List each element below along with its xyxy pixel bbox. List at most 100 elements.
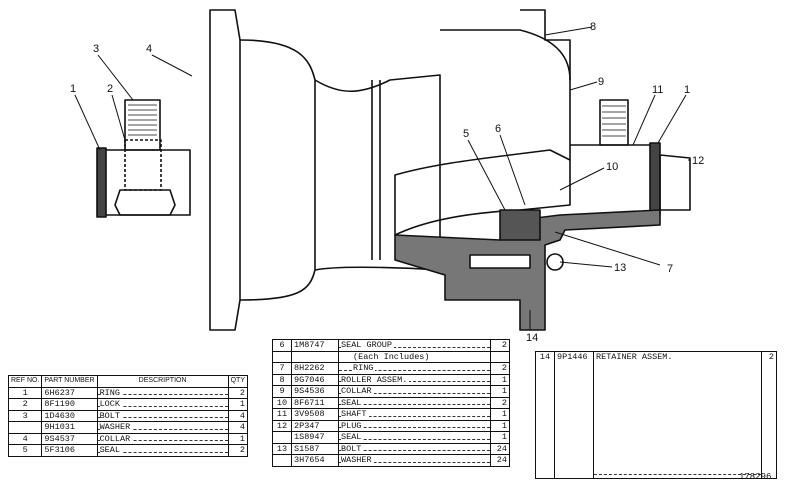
ref-cell bbox=[7, 421, 43, 434]
right-ring bbox=[649, 142, 661, 216]
table-row: 14 9P1446 RETAINER ASSEM. 2 bbox=[535, 351, 777, 479]
plug-12 bbox=[659, 154, 691, 211]
header-ref: REF NO. bbox=[7, 375, 43, 388]
qty-cell: 24 bbox=[490, 454, 510, 467]
qty-cell: 2 bbox=[227, 386, 249, 399]
part-cell: 3H7654 bbox=[291, 454, 339, 467]
callout-14: 14 bbox=[526, 332, 538, 344]
table-row: 10 8F6711 SEAL 2 bbox=[272, 396, 510, 409]
qty-cell: 2 bbox=[490, 396, 510, 409]
desc-cell: SEAL bbox=[338, 431, 491, 444]
table-row: 3H7654 WASHER 24 bbox=[272, 454, 510, 467]
left-collar bbox=[99, 149, 191, 216]
bolt-right bbox=[599, 99, 629, 146]
table-row: 13 S1587 BOLT 24 bbox=[272, 442, 510, 455]
desc-text: BOLT bbox=[99, 410, 122, 421]
part-cell: 9P1446 bbox=[554, 351, 594, 479]
leader-10 bbox=[559, 167, 605, 191]
ref-cell: 7 bbox=[272, 362, 292, 375]
qty-cell: 1 bbox=[490, 373, 510, 386]
desc-cell: COLLAR bbox=[338, 385, 491, 398]
callout-6: 6 bbox=[495, 123, 501, 135]
leader-11 bbox=[632, 94, 656, 146]
desc-cell: RING bbox=[96, 386, 229, 399]
leader-5 bbox=[467, 139, 506, 211]
figure-number: 178296 bbox=[739, 472, 772, 482]
ref-cell: 13 bbox=[272, 442, 292, 455]
table-row: (Each Includes) bbox=[272, 350, 510, 363]
desc-text: ROLLER ASSEM. bbox=[341, 374, 410, 385]
desc-text: SHAFT bbox=[341, 409, 369, 420]
qty-cell: 1 bbox=[490, 431, 510, 444]
table-row: 11 3V9508 SHAFT 1 bbox=[272, 408, 510, 421]
ref-cell: 14 bbox=[535, 351, 555, 479]
leader-3 bbox=[97, 54, 134, 101]
ref-cell: 5 bbox=[7, 444, 43, 457]
part-cell: 9S4537 bbox=[41, 432, 98, 445]
desc-cell: RING bbox=[338, 362, 491, 375]
callout-3: 3 bbox=[93, 43, 99, 55]
qty-cell: 2 bbox=[761, 351, 777, 479]
callout-9: 9 bbox=[598, 76, 604, 88]
part-cell: S1587 bbox=[291, 442, 339, 455]
desc-cell: ROLLER ASSEM. bbox=[338, 373, 491, 386]
callout-7: 7 bbox=[667, 263, 673, 275]
desc-cell: (Each Includes) bbox=[338, 350, 491, 363]
qty-cell: 2 bbox=[490, 362, 510, 375]
callout-1-left: 1 bbox=[70, 83, 76, 95]
section-cut bbox=[394, 149, 571, 236]
left-tread bbox=[239, 39, 316, 301]
right-flange bbox=[520, 9, 571, 80]
table-row: 5 5F3106 SEAL 2 bbox=[7, 444, 249, 457]
part-cell: 9H1031 bbox=[41, 421, 98, 434]
table-row: 8 9G7046 ROLLER ASSEM. 1 bbox=[272, 373, 510, 386]
ref-cell: 3 bbox=[7, 409, 43, 422]
ref-cell: 6 bbox=[272, 339, 292, 352]
qty-cell bbox=[490, 350, 510, 363]
qty-cell: 24 bbox=[490, 442, 510, 455]
right-collar bbox=[570, 144, 656, 216]
leader-7 bbox=[554, 231, 661, 266]
leader-6 bbox=[499, 134, 526, 206]
qty-cell: 4 bbox=[227, 409, 249, 422]
ref-cell: 4 bbox=[7, 432, 43, 445]
desc-text: WASHER bbox=[341, 455, 374, 466]
callout-13: 13 bbox=[614, 262, 626, 274]
bolt-3 bbox=[124, 99, 161, 151]
desc-text: RING bbox=[353, 363, 376, 374]
part-cell: 9G7046 bbox=[291, 373, 339, 386]
desc-cell: WASHER bbox=[96, 421, 229, 434]
desc-text: PLUG bbox=[341, 420, 364, 431]
callout-12: 12 bbox=[692, 155, 704, 167]
desc-text: COLLAR bbox=[341, 386, 374, 397]
desc-cell: BOLT bbox=[96, 409, 229, 422]
desc-text: SEAL bbox=[341, 397, 364, 408]
seal-group bbox=[499, 209, 541, 241]
parts-table-left: REF NO. PART NUMBER DESCRIPTION QTY 1 6H… bbox=[7, 375, 249, 457]
ref-cell bbox=[272, 350, 292, 363]
leader-4 bbox=[151, 54, 193, 77]
part-cell: 8F1190 bbox=[41, 398, 98, 411]
table-row: 3 1D4630 BOLT 4 bbox=[7, 409, 249, 422]
table-row: 4 9S4537 COLLAR 1 bbox=[7, 432, 249, 445]
table-row: 1 6H6237 RING 2 bbox=[7, 386, 249, 399]
qty-cell: 1 bbox=[490, 419, 510, 432]
header-description: DESCRIPTION bbox=[96, 375, 229, 388]
part-cell: 9S4536 bbox=[291, 385, 339, 398]
right-tread bbox=[440, 29, 571, 160]
desc-text: LOCK bbox=[99, 399, 122, 410]
leader-2 bbox=[111, 94, 126, 141]
callout-10: 10 bbox=[606, 161, 618, 173]
leader-13 bbox=[559, 261, 613, 268]
part-cell: 8F6711 bbox=[291, 396, 339, 409]
desc-text: COLLAR bbox=[99, 433, 133, 444]
ref-cell: 11 bbox=[272, 408, 292, 421]
desc-text: SEAL GROUP bbox=[341, 340, 395, 351]
desc-text: RETAINER ASSEM. bbox=[596, 352, 675, 362]
desc-cell: SHAFT bbox=[338, 408, 491, 421]
qty-cell: 2 bbox=[227, 444, 249, 457]
ref-cell bbox=[272, 454, 292, 467]
ref-cell: 2 bbox=[7, 398, 43, 411]
part-cell: 5F3106 bbox=[41, 444, 98, 457]
part-cell: 3V9508 bbox=[291, 408, 339, 421]
